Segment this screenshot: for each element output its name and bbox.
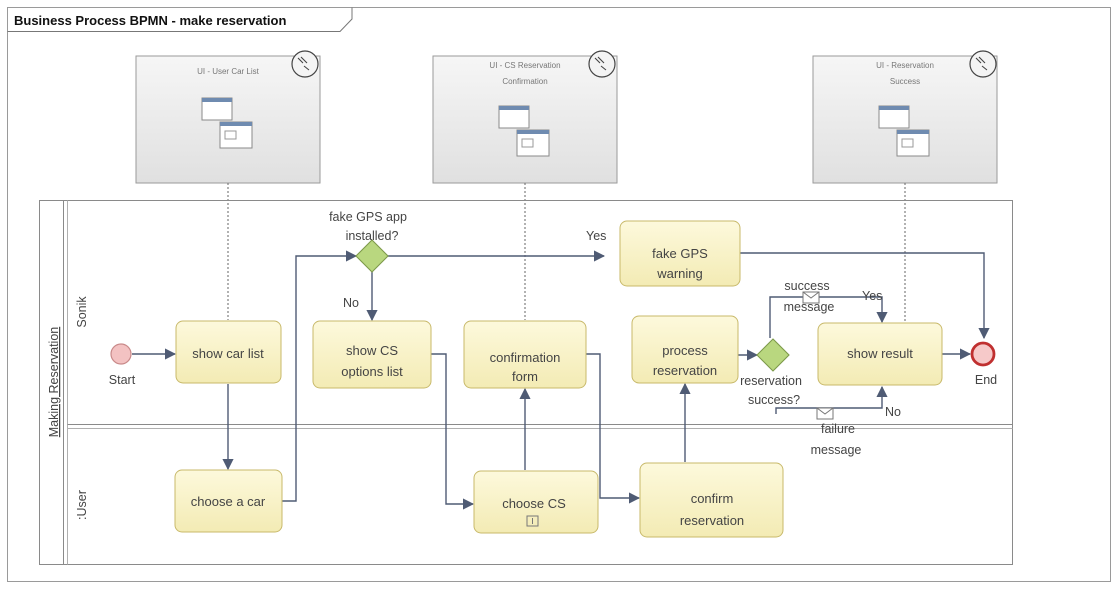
gateway-label: fake GPS app	[329, 210, 407, 224]
task-label: choose a car	[191, 494, 266, 509]
gateway-fake-gps-installed[interactable]	[355, 239, 389, 273]
task-label: form	[512, 369, 538, 384]
flow-label-no: No	[885, 405, 901, 419]
task-label: show car list	[192, 346, 264, 361]
task-label: warning	[656, 266, 703, 281]
screen-thumbnail-icon	[201, 97, 253, 149]
task-label: confirm	[691, 491, 734, 506]
envelope-icon	[816, 407, 834, 420]
ui-screen-title: Success	[890, 77, 920, 86]
ui-screen-title: UI - User Car List	[197, 67, 260, 76]
subprocess-marker-icon	[526, 515, 539, 527]
end-event[interactable]: End	[970, 341, 997, 387]
screen-thumbnail-icon	[498, 105, 550, 157]
task-show-cs-options-list[interactable]: show CS options list	[312, 320, 432, 389]
diagram-title[interactable]: Business Process BPMN - make reservation	[14, 13, 286, 28]
task-choose-a-car[interactable]: choose a car	[174, 469, 283, 533]
ui-screen-title: Confirmation	[502, 77, 547, 86]
ui-screen-badge-icon	[588, 50, 616, 78]
pool-making-reservation[interactable]: Making Reservation	[39, 200, 1013, 565]
start-event-label: Start	[109, 373, 136, 387]
ui-screen-badge-icon	[291, 50, 319, 78]
gateway-label: reservation	[740, 374, 802, 388]
message-label: failure	[821, 422, 855, 436]
gateway-reservation-success[interactable]	[756, 338, 790, 372]
task-label: show result	[847, 346, 913, 361]
flow-label-yes: Yes	[862, 289, 882, 303]
task-show-result[interactable]: show result	[817, 322, 943, 386]
task-label: reservation	[653, 363, 717, 378]
start-event[interactable]: Start	[109, 343, 136, 387]
ui-screen-title: UI - CS Reservation	[489, 61, 560, 70]
task-process-reservation[interactable]: process reservation	[631, 315, 739, 384]
message-label: message	[784, 300, 835, 314]
pool-label: Making Reservation	[47, 327, 61, 438]
task-label: reservation	[680, 513, 744, 528]
task-label: options list	[341, 364, 403, 379]
flow-label-no: No	[343, 296, 359, 310]
message-label: message	[811, 443, 862, 457]
screen-thumbnail-icon	[878, 105, 930, 157]
gateway-label: installed?	[346, 229, 399, 243]
task-label: show CS	[346, 343, 398, 358]
task-choose-cs[interactable]: choose CS	[473, 470, 599, 534]
task-confirmation-form[interactable]: confirmation form	[463, 320, 587, 389]
diagram-frame	[7, 7, 1111, 582]
task-show-car-list[interactable]: show car list	[175, 320, 282, 384]
task-label: choose CS	[502, 496, 566, 511]
task-confirm-reservation[interactable]: confirm reservation	[639, 462, 784, 538]
gateway-label: success?	[748, 393, 800, 407]
ui-screen-title: UI - Reservation	[876, 61, 934, 70]
title-tab	[7, 7, 353, 32]
end-event-label: End	[975, 373, 997, 387]
lane-label-sonik: Sonik	[75, 296, 89, 328]
lane-label-user: :User	[75, 490, 89, 520]
task-fake-gps-warning[interactable]: fake GPS warning	[619, 220, 741, 287]
task-label: confirmation	[490, 350, 561, 365]
task-label: fake GPS	[652, 246, 708, 261]
ui-screen-badge-icon	[969, 50, 997, 78]
message-label: success	[784, 279, 829, 293]
task-label: process	[662, 343, 708, 358]
flow-label-yes: Yes	[586, 229, 606, 243]
envelope-icon	[802, 291, 820, 304]
